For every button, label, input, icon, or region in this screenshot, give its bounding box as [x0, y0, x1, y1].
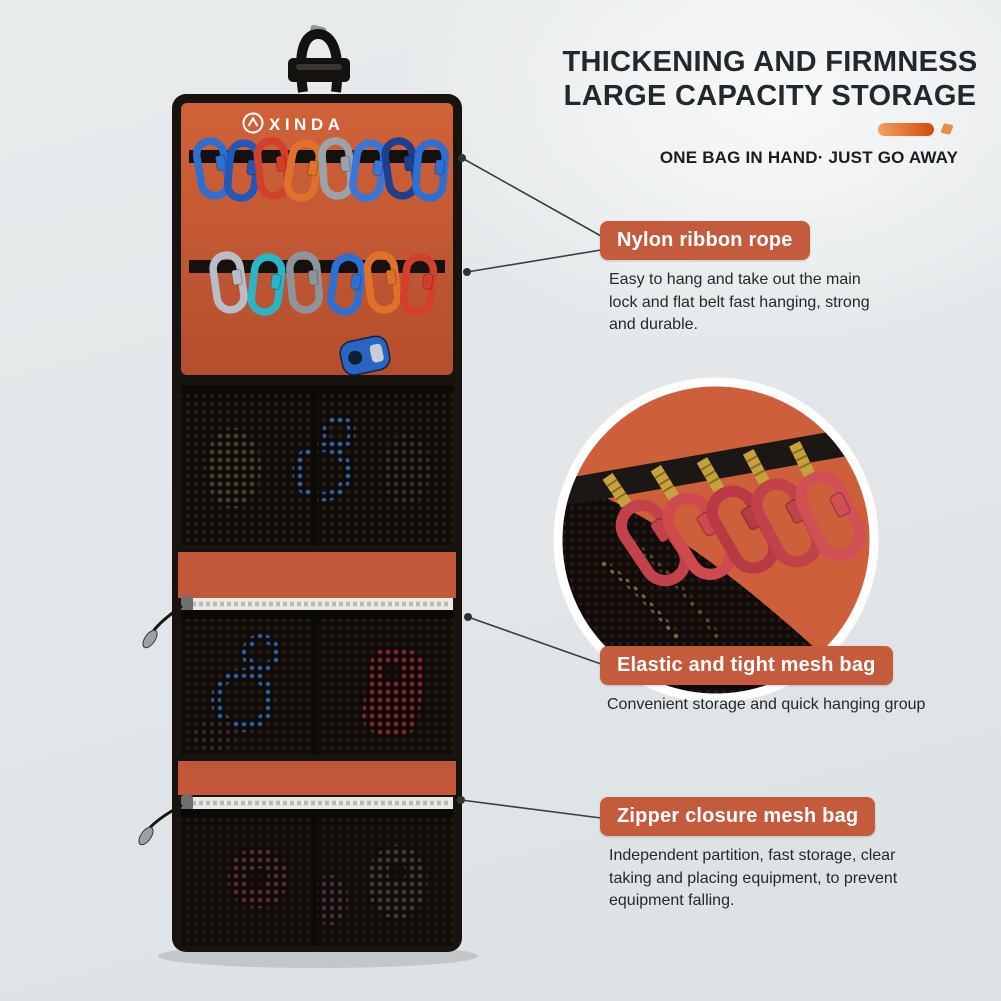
carabiner-flap: XINDA	[181, 103, 453, 376]
zipper-1	[142, 596, 453, 649]
zipper-2	[138, 795, 453, 846]
callout-description-zipper-mesh-bag: Independent partition, fast storage, cle…	[609, 847, 898, 910]
divider-band-2	[178, 757, 456, 795]
accent-swoosh	[556, 122, 954, 136]
mesh-pocket-middle	[181, 610, 453, 755]
callout-anchor-dot	[464, 613, 472, 621]
callout-connectors	[457, 154, 602, 819]
brand-name: XINDA	[269, 115, 344, 134]
hanger-loop	[288, 24, 350, 93]
callout-description-elastic-mesh-bag: Convenient storage and quick hanging gro…	[607, 696, 926, 713]
brand-logo-icon	[242, 112, 264, 134]
swoosh-dot-icon	[940, 123, 954, 136]
header: THICKENING AND FIRMNESS LARGE CAPACITY S…	[556, 46, 984, 168]
callout-anchor-dot	[463, 268, 471, 276]
callout-badge-nylon-ribbon-rope: Nylon ribbon rope	[600, 221, 810, 260]
page-title-line2: LARGE CAPACITY STORAGE	[563, 79, 977, 112]
callout-badge-elastic-mesh-bag: Elastic and tight mesh bag	[600, 646, 893, 685]
inset-ring	[553, 377, 879, 703]
mesh-pocket-top	[181, 385, 453, 545]
callout-anchor-dot	[457, 796, 465, 804]
brand-logo: XINDA	[242, 112, 344, 134]
zipper-pull-icon	[142, 629, 158, 649]
zipper-pull-icon	[138, 826, 154, 846]
ascender-device	[339, 335, 391, 376]
callout-badge-zipper-mesh-bag: Zipper closure mesh bag	[600, 797, 876, 836]
tagline: ONE BAG IN HAND· JUST GO AWAY	[659, 147, 959, 167]
callout-anchor-dot	[458, 154, 466, 162]
divider-band-1	[178, 548, 456, 598]
callout-description-nylon-ribbon-rope: Easy to hang and take out the main lock …	[609, 271, 870, 334]
mesh-pocket-bottom	[181, 809, 453, 946]
swoosh-bar-icon	[878, 122, 934, 136]
page-title-line1: THICKENING AND FIRMNESS	[562, 46, 978, 78]
